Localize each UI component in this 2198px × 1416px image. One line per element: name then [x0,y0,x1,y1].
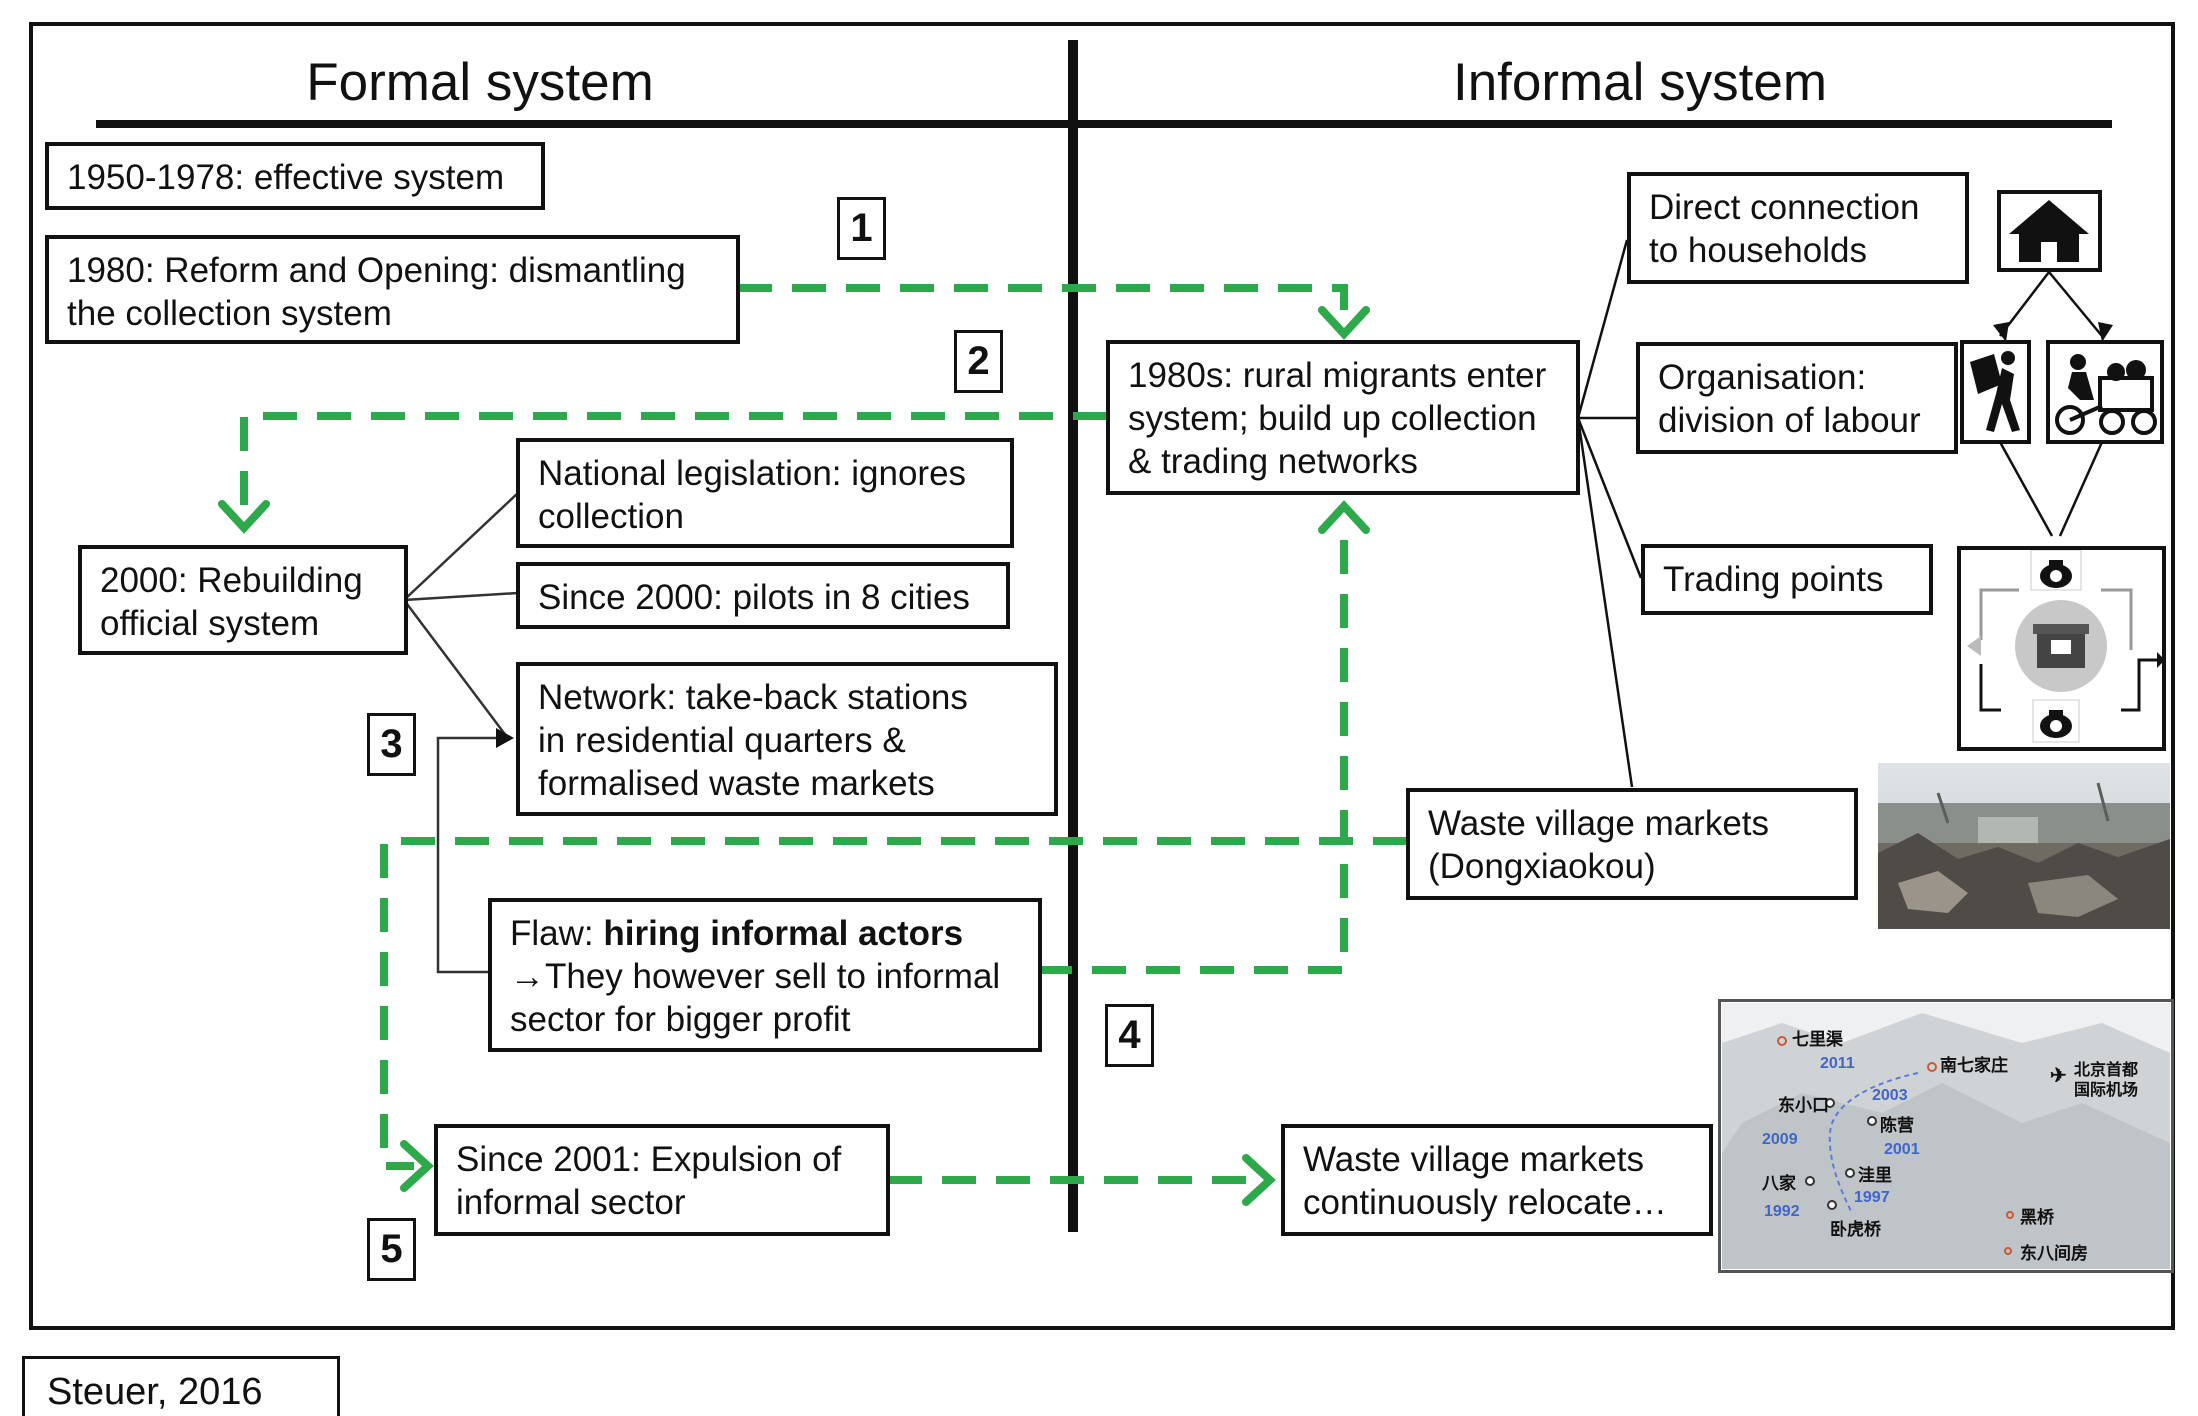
box-direct-connection: Direct connection to households [1627,172,1969,284]
map-place-label: 黑桥 [2020,1208,2054,1227]
box-trading-points: Trading points [1641,544,1933,615]
box-1980s-migrants: 1980s: rural migrants enter system; buil… [1106,340,1580,495]
header-informal: Informal system [1452,53,1828,112]
box-2000-rebuilding: 2000: Rebuilding official system [78,545,408,655]
flow-2 [240,412,1107,510]
map-year-label: 2001 [1884,1141,1920,1158]
house-icon [1997,190,2102,272]
flow-4 [1038,522,1348,974]
citation: Steuer, 2016 [22,1356,340,1416]
box-national-legislation: National legislation: ignores collection [516,438,1014,548]
airplane-icon: ✈ [2050,1065,2067,1087]
box-network: Network: take-back stations in residenti… [516,662,1058,816]
map-place-label: 东小口 [1778,1096,1829,1115]
map-year-label: 2003 [1872,1087,1908,1104]
money-bag-icon [2030,549,2082,591]
relocation-map: 七里渠 南七家庄 ✈ 北京首都 国际机场 东小口 陈营 洼里 八家 卧虎桥 黑桥… [1722,1003,2170,1269]
box-organisation: Organisation: division of labour [1636,342,1958,454]
network-arrowhead [496,728,514,748]
map-place-label: 国际机场 [2074,1082,2139,1099]
waste-market-photo [1878,763,2170,929]
map-place-label: 洼里 [1858,1166,1892,1185]
map-year-label: 1997 [1854,1189,1890,1206]
map-year-label: 2011 [1820,1055,1855,1072]
box-2001-expulsion: Since 2001: Expulsion of informal sector [434,1124,890,1236]
trading-stall-icon [1957,546,2166,751]
diagram-frame [29,22,2175,1330]
waste-collector-icon [1960,340,2031,444]
map-place-label: 八家 [1762,1174,1796,1193]
map-place-label: 七里渠 [1792,1030,1843,1049]
box-pilots: Since 2000: pilots in 8 cities [516,562,1010,629]
flow-5 [380,837,1407,1170]
step-number-5: 5 [367,1218,416,1281]
step-number-4: 4 [1105,1004,1154,1067]
map-place-label: 陈营 [1880,1116,1914,1135]
map-place-label: 东八间房 [2020,1244,2088,1263]
box-flaw: Flaw: hiring informal actors →They howev… [488,898,1042,1052]
map-place-label: 北京首都 [2074,1062,2139,1079]
map-place-label: 卧虎桥 [1830,1220,1881,1239]
box-waste-village: Waste village markets (Dongxiaokou) [1406,788,1858,900]
box-1980-reform: 1980: Reform and Opening: dismantling th… [45,235,740,344]
header-formal: Formal system [306,53,654,112]
box-relocate: Waste village markets continuously reloc… [1281,1124,1713,1236]
box-1950-1978: 1950-1978: effective system [45,142,545,210]
step-number-1: 1 [837,197,886,260]
map-year-label: 2009 [1762,1131,1798,1148]
green-flow-lines [240,284,1407,1184]
map-year-label: 1992 [1764,1203,1800,1220]
rebuild-branch-lines [403,492,519,974]
flow-1 [738,284,1348,318]
map-place-label: 南七家庄 [1940,1056,2008,1075]
informal-branch-lines [1576,239,1643,788]
step-number-3: 3 [367,713,416,776]
step-number-2: 2 [954,330,1003,393]
tricycle-icon [2046,340,2164,444]
green-arrowheads [218,306,1370,1206]
map-frame [1718,999,2174,1273]
